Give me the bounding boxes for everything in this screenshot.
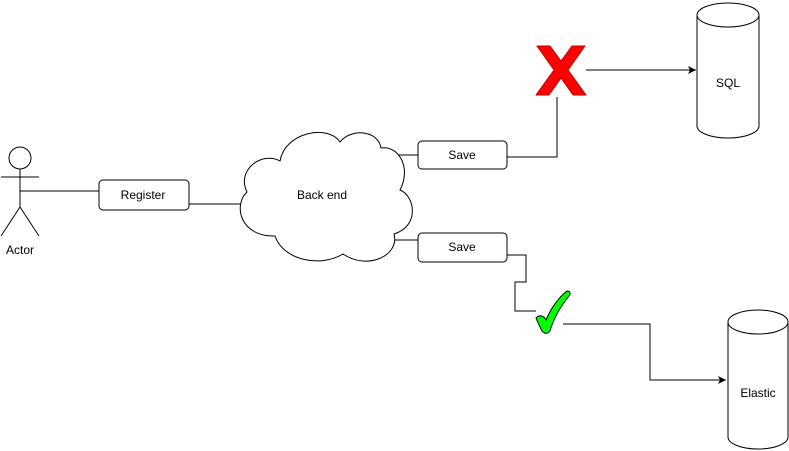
register-node[interactable]: Register bbox=[98, 179, 190, 211]
edge-save-elastic-marker[interactable] bbox=[507, 254, 536, 312]
save-elastic-node[interactable]: Save bbox=[417, 232, 508, 263]
edge-save-sql-marker[interactable] bbox=[507, 97, 558, 158]
elastic-cylinder bbox=[727, 309, 789, 450]
sql-label: SQL bbox=[716, 76, 740, 90]
save-sql-box bbox=[417, 140, 508, 170]
sql-node[interactable]: SQL bbox=[696, 2, 760, 139]
register-label: Register bbox=[121, 188, 166, 202]
actor-node[interactable]: Actor bbox=[0, 146, 40, 257]
green-checkmark-icon bbox=[535, 290, 571, 334]
elastic-label: Elastic bbox=[740, 386, 775, 400]
save-elastic-box bbox=[417, 232, 508, 263]
save-elastic-label: Save bbox=[448, 240, 476, 254]
elastic-node[interactable]: Elastic bbox=[727, 309, 789, 450]
backend-label: Back end bbox=[297, 188, 347, 202]
actor-label: Actor bbox=[6, 243, 34, 257]
edge-marker-elastic[interactable] bbox=[563, 323, 726, 384]
save-sql-node[interactable]: Save bbox=[417, 140, 508, 170]
save-sql-label: Save bbox=[448, 148, 476, 162]
sql-cylinder bbox=[696, 2, 760, 139]
red-x-icon bbox=[535, 45, 587, 96]
actor-icon bbox=[0, 146, 40, 237]
backend-node[interactable]: Back end bbox=[239, 132, 413, 262]
register-box bbox=[98, 179, 190, 211]
cloud-shape bbox=[239, 132, 413, 262]
